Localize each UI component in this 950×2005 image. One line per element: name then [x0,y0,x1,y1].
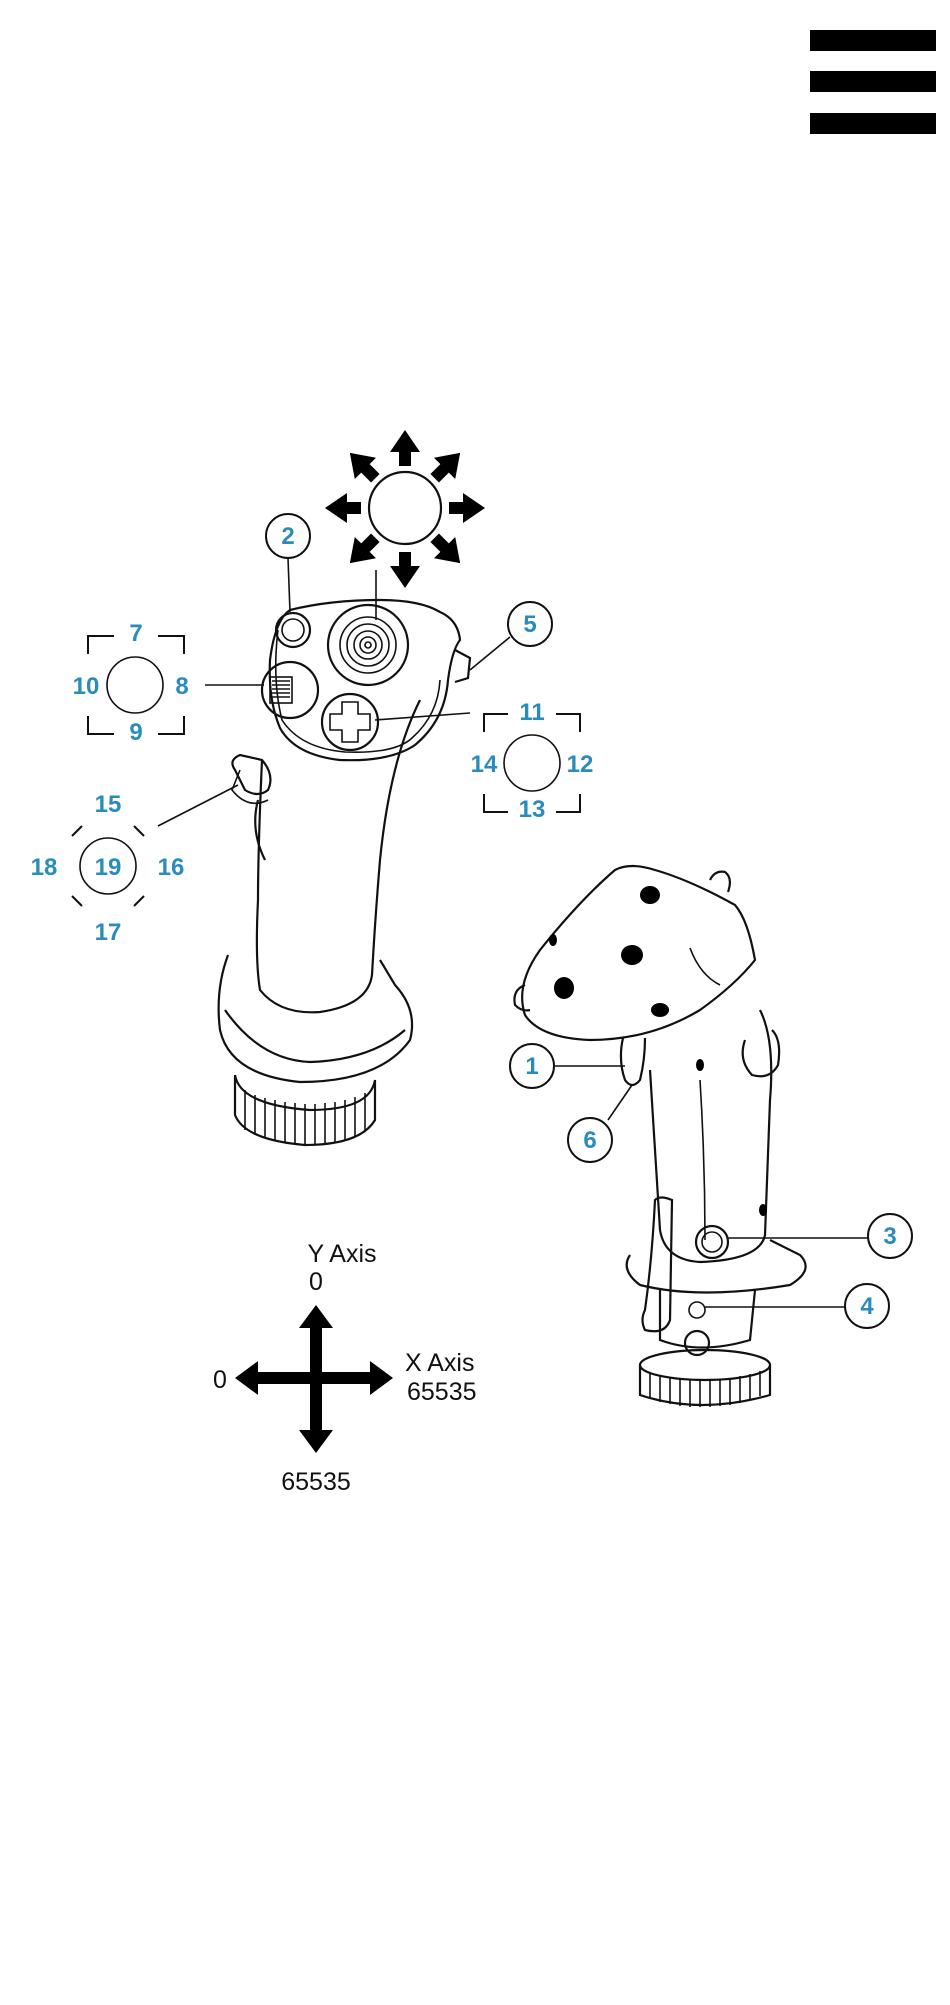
diamond-down-label: 17 [95,919,122,946]
hat-legend-left: 7 8 9 10 [73,620,189,746]
side-top-knob [710,872,730,892]
button-2-inner [282,619,304,641]
side-trigger-lever [643,1198,673,1332]
x-axis-min-label: 0 [213,1366,227,1394]
callout-3-label: 3 [883,1223,896,1250]
hat-right-right-label: 12 [567,751,594,778]
button-5-shape [455,650,470,682]
hat-left-texture [270,677,292,703]
hat-right-up-label: 11 [519,699,544,726]
callout-6: 6 [568,1118,612,1162]
arrow-left-icon [325,493,361,523]
hat-left-up-label: 7 [129,620,142,647]
y-axis-min-label: 0 [309,1268,323,1296]
y-axis-max-label: 65535 [281,1468,351,1496]
side-head-buttons [549,886,767,1216]
side-hat-switch [743,1030,779,1076]
button-2-shape [276,613,310,647]
callout-2-label: 2 [281,523,294,550]
mini-stick-rings [340,617,396,673]
joystick-side-view [514,866,805,1407]
button-4-hinge [689,1302,705,1318]
side-grip-seam [700,1080,705,1240]
hat-center-circle [369,472,441,544]
hat-legend-right: 11 12 13 14 [471,699,594,823]
side-main-trigger [621,1038,645,1085]
button-3-inner [702,1232,722,1252]
callout-5: 5 [508,602,552,646]
diamond-up-label: 15 [95,791,122,818]
front-base-skirt [219,955,412,1082]
arrow-down-icon [390,552,420,588]
axis-indicator: Y Axis 0 65535 0 X Axis 65535 [213,1240,476,1496]
diamond-hat-switch-base [232,770,268,803]
axis-cross-icon [235,1305,393,1453]
diamond-center-label: 19 [95,854,122,881]
callout-4: 4 [845,1284,889,1328]
joystick-front-view [219,600,470,1145]
hat-right-down-label: 13 [519,796,546,823]
hat-left-down-label: 9 [129,719,142,746]
side-leader-lines [555,1066,868,1307]
x-axis-label: X Axis [405,1349,474,1377]
arrow-right-icon [449,493,485,523]
eight-way-hat-indicator [325,430,485,620]
side-grip-body [650,1010,771,1262]
x-axis-max-label: 65535 [407,1378,477,1406]
front-base-ridges [245,1090,365,1144]
hat-right-left-label: 14 [471,751,498,778]
arrow-up-icon [390,430,420,466]
callout-6-label: 6 [583,1127,596,1154]
button-3-shape [696,1226,728,1258]
callout-1: 1 [510,1044,554,1088]
callout-1-label: 1 [525,1053,538,1080]
callout-3: 3 [868,1214,912,1258]
hat-legend-diamond: 15 16 17 18 19 [31,791,185,946]
hat-arrows [325,430,485,588]
front-leader-lines [158,558,510,826]
callout-4-label: 4 [860,1293,874,1320]
callout-2: 2 [266,514,310,558]
callout-5-label: 5 [523,611,536,638]
y-axis-label: Y Axis [307,1240,376,1268]
side-head-ridge [690,948,720,985]
hat-left-left-label: 10 [73,673,100,700]
cross-hat-icon [330,702,370,742]
diamond-right-label: 16 [158,854,185,881]
button-4-shape [685,1331,709,1355]
diamond-left-label: 18 [31,854,58,881]
hat-left-right-label: 8 [175,673,188,700]
side-mount-plate [627,1240,806,1293]
front-base-fold [225,1010,405,1062]
